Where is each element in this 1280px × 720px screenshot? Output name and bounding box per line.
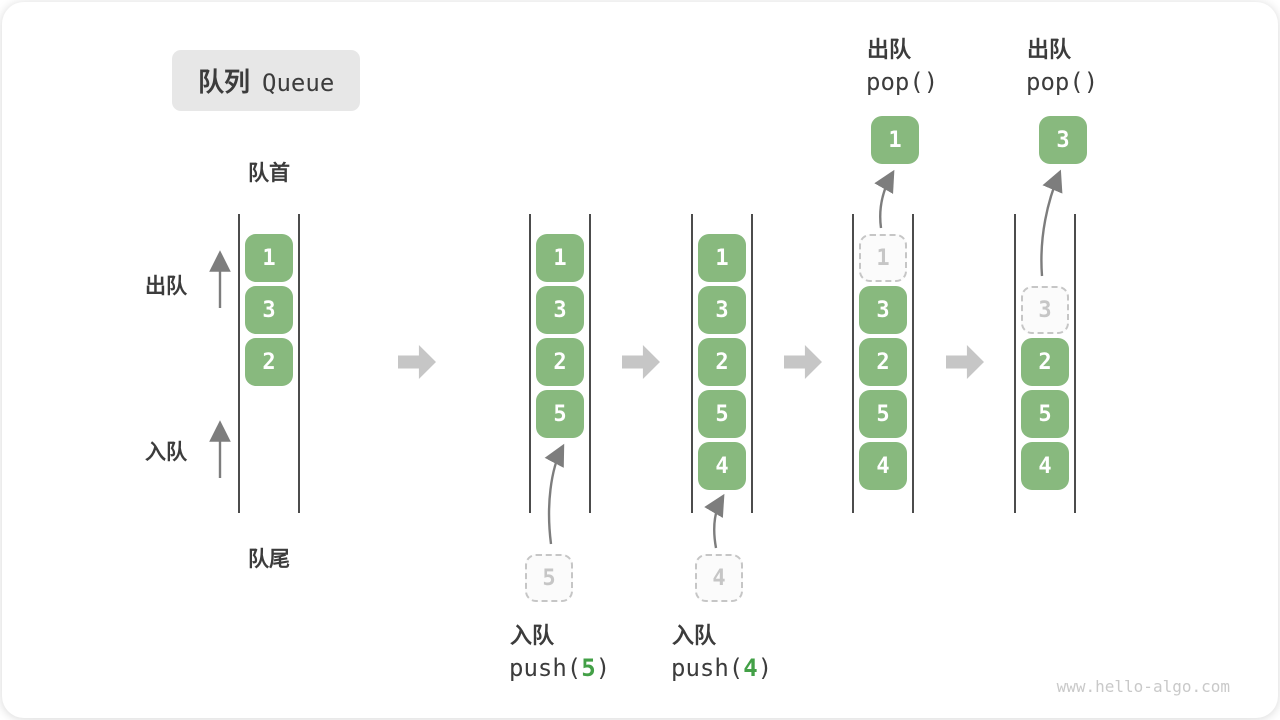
title-box: 队列 Queue [172, 50, 361, 111]
queue-rail [1014, 214, 1016, 513]
push4-label: 入队 [672, 623, 717, 648]
code-arg: 4 [743, 654, 758, 682]
queue-rail [912, 214, 914, 513]
code-arg: 5 [581, 654, 596, 682]
queue-cell: 4 [698, 442, 746, 490]
queue-cell: 5 [1021, 390, 1069, 438]
state-transition-arrow-icon [398, 345, 436, 379]
queue-cell: 4 [1021, 442, 1069, 490]
watermark: www.hello-algo.com [1056, 677, 1230, 696]
incoming-element-box: 5 [525, 554, 573, 602]
queue-front-label: 队首 [248, 162, 290, 185]
popped-element-box: 3 [1039, 116, 1087, 164]
title-en: Queue [262, 69, 335, 97]
queue-cell: 3 [245, 286, 293, 334]
pop3-label: 出队 [1027, 37, 1072, 62]
state-transition-arrow-icon [784, 345, 822, 379]
queue-rail [529, 214, 531, 513]
queue-cell: 3 [536, 286, 584, 334]
code-text: push( [509, 654, 582, 682]
queue-cell: 3 [859, 286, 907, 334]
dequeue-side-label: 出队 [145, 275, 187, 298]
queue-cell: 2 [536, 338, 584, 386]
push5-code: push(5) [509, 654, 610, 682]
queue-rail [589, 214, 591, 513]
pop3-code: pop() [1026, 68, 1099, 96]
queue-rail [1074, 214, 1076, 513]
code-text: ) [757, 654, 773, 682]
queue-cell: 1 [536, 234, 584, 282]
push5-label: 入队 [510, 623, 555, 648]
queue-rail [691, 214, 693, 513]
state-transition-arrow-icon [622, 345, 660, 379]
code-text: push( [671, 654, 744, 682]
queue-rail [852, 214, 854, 513]
code-text: ) [595, 654, 611, 682]
queue-cell: 1 [698, 234, 746, 282]
queue-cell: 1 [245, 234, 293, 282]
incoming-element-box: 4 [695, 554, 743, 602]
queue-cell: 4 [859, 442, 907, 490]
queue-rail [238, 214, 240, 513]
queue-rail [298, 214, 300, 513]
pop1-code: pop() [866, 68, 939, 96]
queue-cell-ghost: 1 [859, 234, 907, 282]
queue-cell: 2 [245, 338, 293, 386]
enqueue-side-label: 入队 [145, 441, 187, 464]
queue-rail [751, 214, 753, 513]
pop1-label: 出队 [867, 37, 912, 62]
queue-rear-label: 队尾 [248, 548, 290, 571]
title-zh: 队列 [198, 67, 251, 97]
queue-cell: 5 [859, 390, 907, 438]
queue-cell: 5 [698, 390, 746, 438]
queue-cell: 2 [698, 338, 746, 386]
queue-cell: 2 [859, 338, 907, 386]
queue-cell: 3 [698, 286, 746, 334]
queue-cell-ghost: 3 [1021, 286, 1069, 334]
push4-code: push(4) [671, 654, 772, 682]
state-transition-arrow-icon [946, 345, 984, 379]
queue-cell: 2 [1021, 338, 1069, 386]
queue-cell: 5 [536, 390, 584, 438]
popped-element-box: 1 [871, 116, 919, 164]
